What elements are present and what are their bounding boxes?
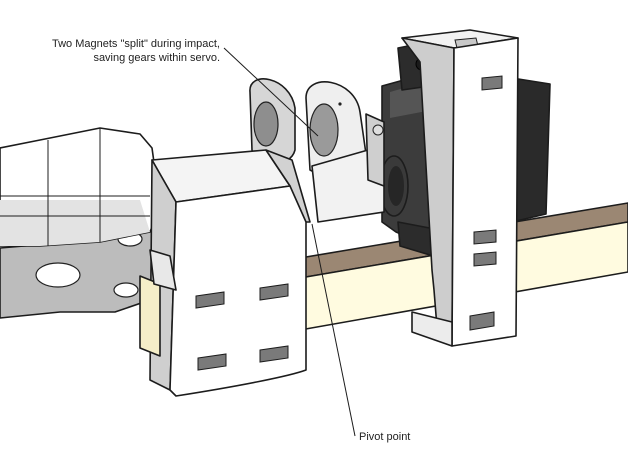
white-leg-bracket-shade: [0, 200, 150, 246]
pivot-leader-line: [311, 223, 356, 437]
tower-slot-3: [473, 251, 497, 267]
left-block-slot-1: [195, 291, 225, 309]
servo-horn-face: [388, 166, 404, 206]
magnet-front-hole: [309, 103, 339, 157]
left-block-clip: [149, 249, 177, 291]
pivot-annotation: Pivot point: [359, 431, 411, 443]
magnets-annotation-line-1: Two Magnets "split" during impact,: [52, 38, 220, 50]
tower-slot-4: [469, 311, 495, 331]
plate-hole-large: [35, 262, 81, 288]
left-block-slot-4: [259, 345, 289, 363]
left-block-front: [169, 185, 307, 397]
left-block-slot-3: [197, 353, 227, 371]
magnets-annotation-line-2: saving gears within servo.: [93, 52, 220, 64]
tower-slot-2: [473, 229, 497, 245]
plate-hole-small-1: [113, 282, 139, 298]
coupler-screw: [372, 124, 384, 136]
right-tower: [401, 29, 519, 347]
robot-leg-bracket: [0, 127, 171, 319]
magnets-leader-line: [223, 47, 319, 137]
magnet-back-hole: [253, 101, 279, 147]
magnet-pair: [249, 78, 385, 223]
tower-slot-1: [481, 75, 503, 91]
tower-base: [411, 311, 453, 347]
servo-coupler: [311, 149, 385, 223]
magnets-annotation: Two Magnets "split" during impact, savin…: [18, 37, 220, 65]
servo-coupler-side: [365, 113, 385, 187]
left-mount-block: [139, 149, 311, 397]
left-wood-spacer: [139, 275, 161, 357]
tower-front: [451, 37, 519, 347]
magnet-marker: [338, 102, 342, 106]
left-block-slot-2: [259, 283, 289, 301]
